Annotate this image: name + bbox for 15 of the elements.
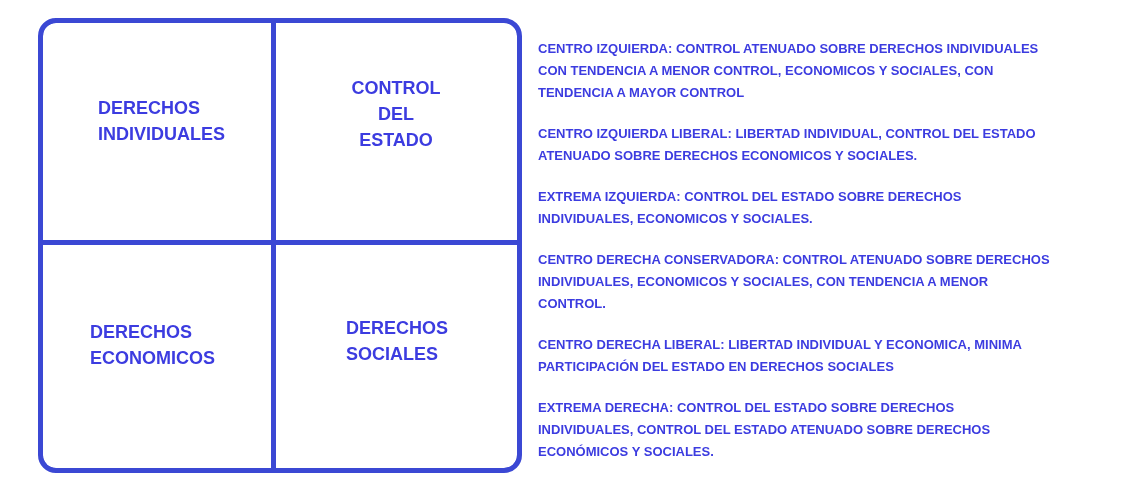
quadrant-title: DERECHOS SOCIALES [346, 317, 449, 366]
quadrant-title: DERECHOS ECONOMICOS [90, 321, 216, 370]
description-note: CENTRO DERECHA CONSERVADORA: CONTROL ATENUADO SOBRE DERECHOS INDIVIDUALES, ECONOMICOS Y SOCIALES, CON TENDENCIA A MENOR CONTROL. [538, 251, 1051, 313]
quadrant-cell [276, 245, 517, 468]
quadrant-title: CONTROL DEL ESTADO [350, 77, 442, 152]
description-note: CENTRO IZQUIERDA: CONTROL ATENUADO SOBRE DERECHOS INDIVIDUALES CON TENDENCIA A MENOR CONTROL, ECONOMICOS Y SOCIALES, CON TENDENCIA A MAYOR CONTROL [538, 40, 1040, 102]
quadrant-title: DERECHOS INDIVIDUALES [98, 97, 226, 146]
quadrant-cell [276, 23, 517, 240]
description-note: CENTRO DERECHA LIBERAL: LIBERTAD INDIVIDUAL Y ECONOMICA, MINIMA PARTICIPACIÓN DEL ESTADO EN DERECHOS SOCIALES [538, 336, 1023, 376]
quadrant-grid [38, 18, 522, 473]
quadrant-cell [43, 23, 271, 240]
description-note: EXTREMA IZQUIERDA: CONTROL DEL ESTADO SOBRE DERECHOS INDIVIDUALES, ECONOMICOS Y SOCIALES. [538, 188, 963, 228]
description-note: CENTRO IZQUIERDA LIBERAL: LIBERTAD INDIVIDUAL, CONTROL DEL ESTADO ATENUADO SOBRE DERECHOS ECONOMICOS Y SOCIALES. [538, 125, 1037, 165]
description-note: EXTREMA DERECHA: CONTROL DEL ESTADO SOBRE DERECHOS INDIVIDUALES, CONTROL DEL ESTADO ATENUADO SOBRE DERECHOS ECONÓMICOS Y SOCIALES. [538, 399, 992, 461]
quadrant-cell [43, 245, 271, 468]
